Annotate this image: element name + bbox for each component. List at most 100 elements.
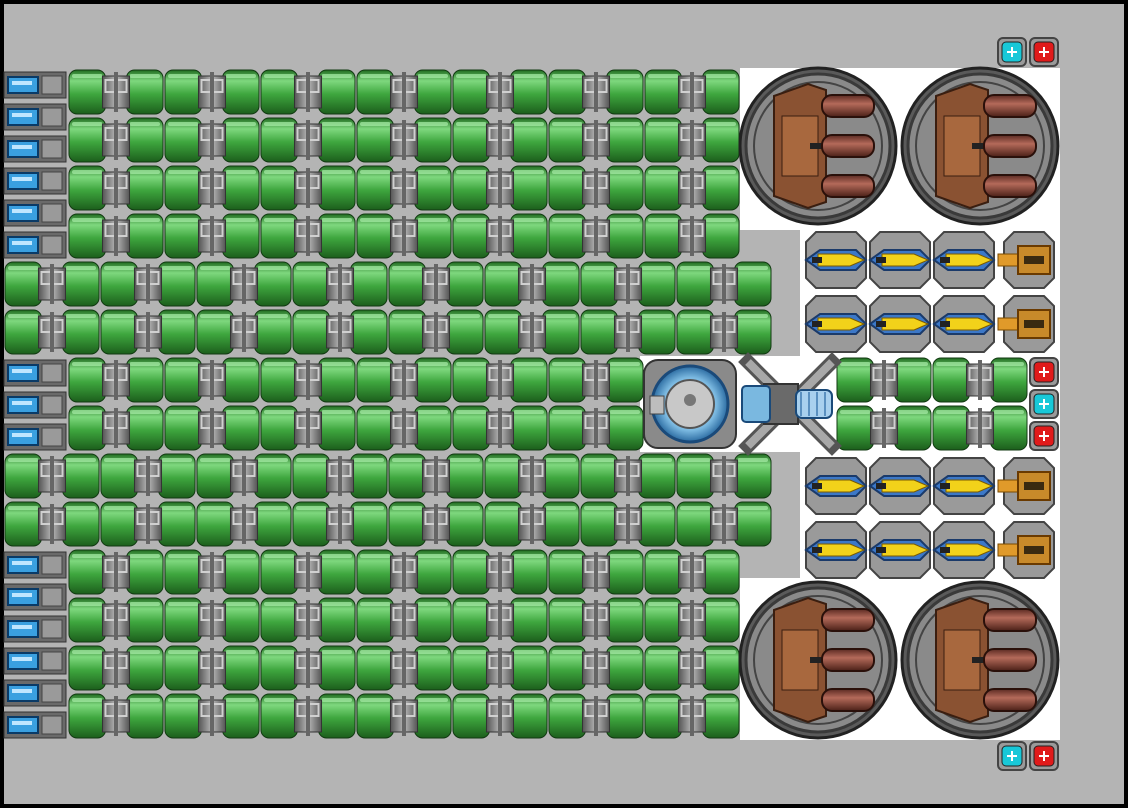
- tank-row: [4, 453, 772, 547]
- cargo-tank-icon: [452, 69, 548, 115]
- connector-icon[interactable]: [3, 167, 67, 195]
- gun-icon: [804, 295, 868, 353]
- cargo-tank-icon: [68, 549, 164, 595]
- cargo-tank-icon: [260, 405, 356, 451]
- cargo-tank-icon: [260, 693, 356, 739]
- control-button-icon[interactable]: [1029, 421, 1059, 451]
- cargo-tank-icon: [548, 693, 644, 739]
- cargo-tank-icon: [644, 213, 740, 259]
- cargo-tank-icon: [548, 69, 644, 115]
- cargo-tank-icon: [676, 453, 772, 499]
- cargo-tank-icon: [676, 261, 772, 307]
- cargo-tank-icon: [452, 549, 548, 595]
- turret-icon: [997, 521, 1055, 579]
- control-button-icon[interactable]: [1029, 389, 1059, 419]
- thruster-icon: [738, 580, 898, 740]
- turret-icon: [997, 457, 1055, 515]
- cargo-tank-icon: [68, 597, 164, 643]
- turret-icon: [997, 231, 1055, 289]
- connector-icon[interactable]: [3, 711, 67, 739]
- cargo-tank-icon: [356, 405, 452, 451]
- thruster-icon: [900, 580, 1060, 740]
- connector-icon[interactable]: [3, 135, 67, 163]
- cargo-tank-icon: [68, 357, 164, 403]
- gun-batteries: [804, 231, 1055, 579]
- connector-icon[interactable]: [3, 423, 67, 451]
- cargo-tank-icon: [452, 357, 548, 403]
- tank-row: [68, 165, 740, 259]
- cargo-tank-icon: [644, 117, 740, 163]
- cargo-tank-icon: [388, 453, 484, 499]
- control-button-icon[interactable]: [1029, 741, 1059, 771]
- control-button-icon[interactable]: [1029, 37, 1059, 67]
- connector-icon[interactable]: [3, 679, 67, 707]
- engine-icon: [738, 352, 842, 456]
- cargo-tank-icon: [356, 693, 452, 739]
- cargo-tanks: [4, 69, 1028, 739]
- connector-icon[interactable]: [3, 391, 67, 419]
- cargo-tank-icon: [388, 501, 484, 547]
- gun-icon: [868, 231, 932, 289]
- cargo-tank-icon: [164, 357, 260, 403]
- gun-icon: [804, 231, 868, 289]
- cargo-tank-icon: [68, 117, 164, 163]
- connector-icon[interactable]: [3, 231, 67, 259]
- cargo-tank-icon: [292, 309, 388, 355]
- control-button-icon[interactable]: [997, 741, 1027, 771]
- reactor-core: [643, 352, 842, 456]
- cargo-tank-icon: [356, 645, 452, 691]
- cargo-tank-icon: [836, 405, 932, 451]
- cargo-tank-icon: [164, 69, 260, 115]
- gun-icon: [932, 231, 996, 289]
- cargo-tank-icon: [260, 357, 356, 403]
- cargo-tank-icon: [4, 501, 100, 547]
- cargo-tank-icon: [452, 597, 548, 643]
- cargo-tank-icon: [196, 501, 292, 547]
- connector-icon[interactable]: [3, 583, 67, 611]
- connector-icon[interactable]: [3, 647, 67, 675]
- cargo-tank-icon: [388, 261, 484, 307]
- gun-icon: [804, 521, 868, 579]
- connectors: [3, 71, 67, 739]
- connector-icon[interactable]: [3, 199, 67, 227]
- cargo-tank-icon: [260, 69, 356, 115]
- connector-icon[interactable]: [3, 551, 67, 579]
- control-buttons: [997, 37, 1059, 771]
- connector-icon[interactable]: [3, 615, 67, 643]
- cargo-tank-icon: [548, 405, 644, 451]
- reactor-core-icon: [643, 359, 737, 449]
- cargo-tank-icon: [164, 645, 260, 691]
- cargo-tank-icon: [548, 213, 644, 259]
- cargo-tank-icon: [932, 357, 1028, 403]
- cargo-tank-icon: [68, 165, 164, 211]
- cargo-tank-icon: [484, 261, 580, 307]
- cargo-tank-icon: [452, 213, 548, 259]
- cargo-tank-icon: [68, 213, 164, 259]
- thruster-icon: [738, 66, 898, 226]
- cargo-tank-icon: [580, 309, 676, 355]
- control-button-icon[interactable]: [1029, 357, 1059, 387]
- cargo-tank-icon: [164, 549, 260, 595]
- cargo-tank-icon: [356, 549, 452, 595]
- cargo-tank-icon: [644, 549, 740, 595]
- cargo-tank-icon: [260, 597, 356, 643]
- cargo-tank-icon: [164, 405, 260, 451]
- control-button-icon[interactable]: [997, 37, 1027, 67]
- cargo-tank-icon: [644, 165, 740, 211]
- cargo-tank-icon: [260, 645, 356, 691]
- connector-icon[interactable]: [3, 71, 67, 99]
- cargo-tank-icon: [196, 309, 292, 355]
- tank-row: [68, 645, 740, 739]
- cargo-tank-icon: [164, 597, 260, 643]
- connector-icon[interactable]: [3, 359, 67, 387]
- cargo-tank-icon: [452, 165, 548, 211]
- cargo-tank-icon: [100, 261, 196, 307]
- gun-icon: [932, 295, 996, 353]
- cargo-tank-icon: [260, 117, 356, 163]
- cargo-tank-icon: [356, 165, 452, 211]
- cargo-tank-icon: [836, 357, 932, 403]
- connector-icon[interactable]: [3, 103, 67, 131]
- cargo-tank-icon: [548, 597, 644, 643]
- cargo-tank-icon: [292, 453, 388, 499]
